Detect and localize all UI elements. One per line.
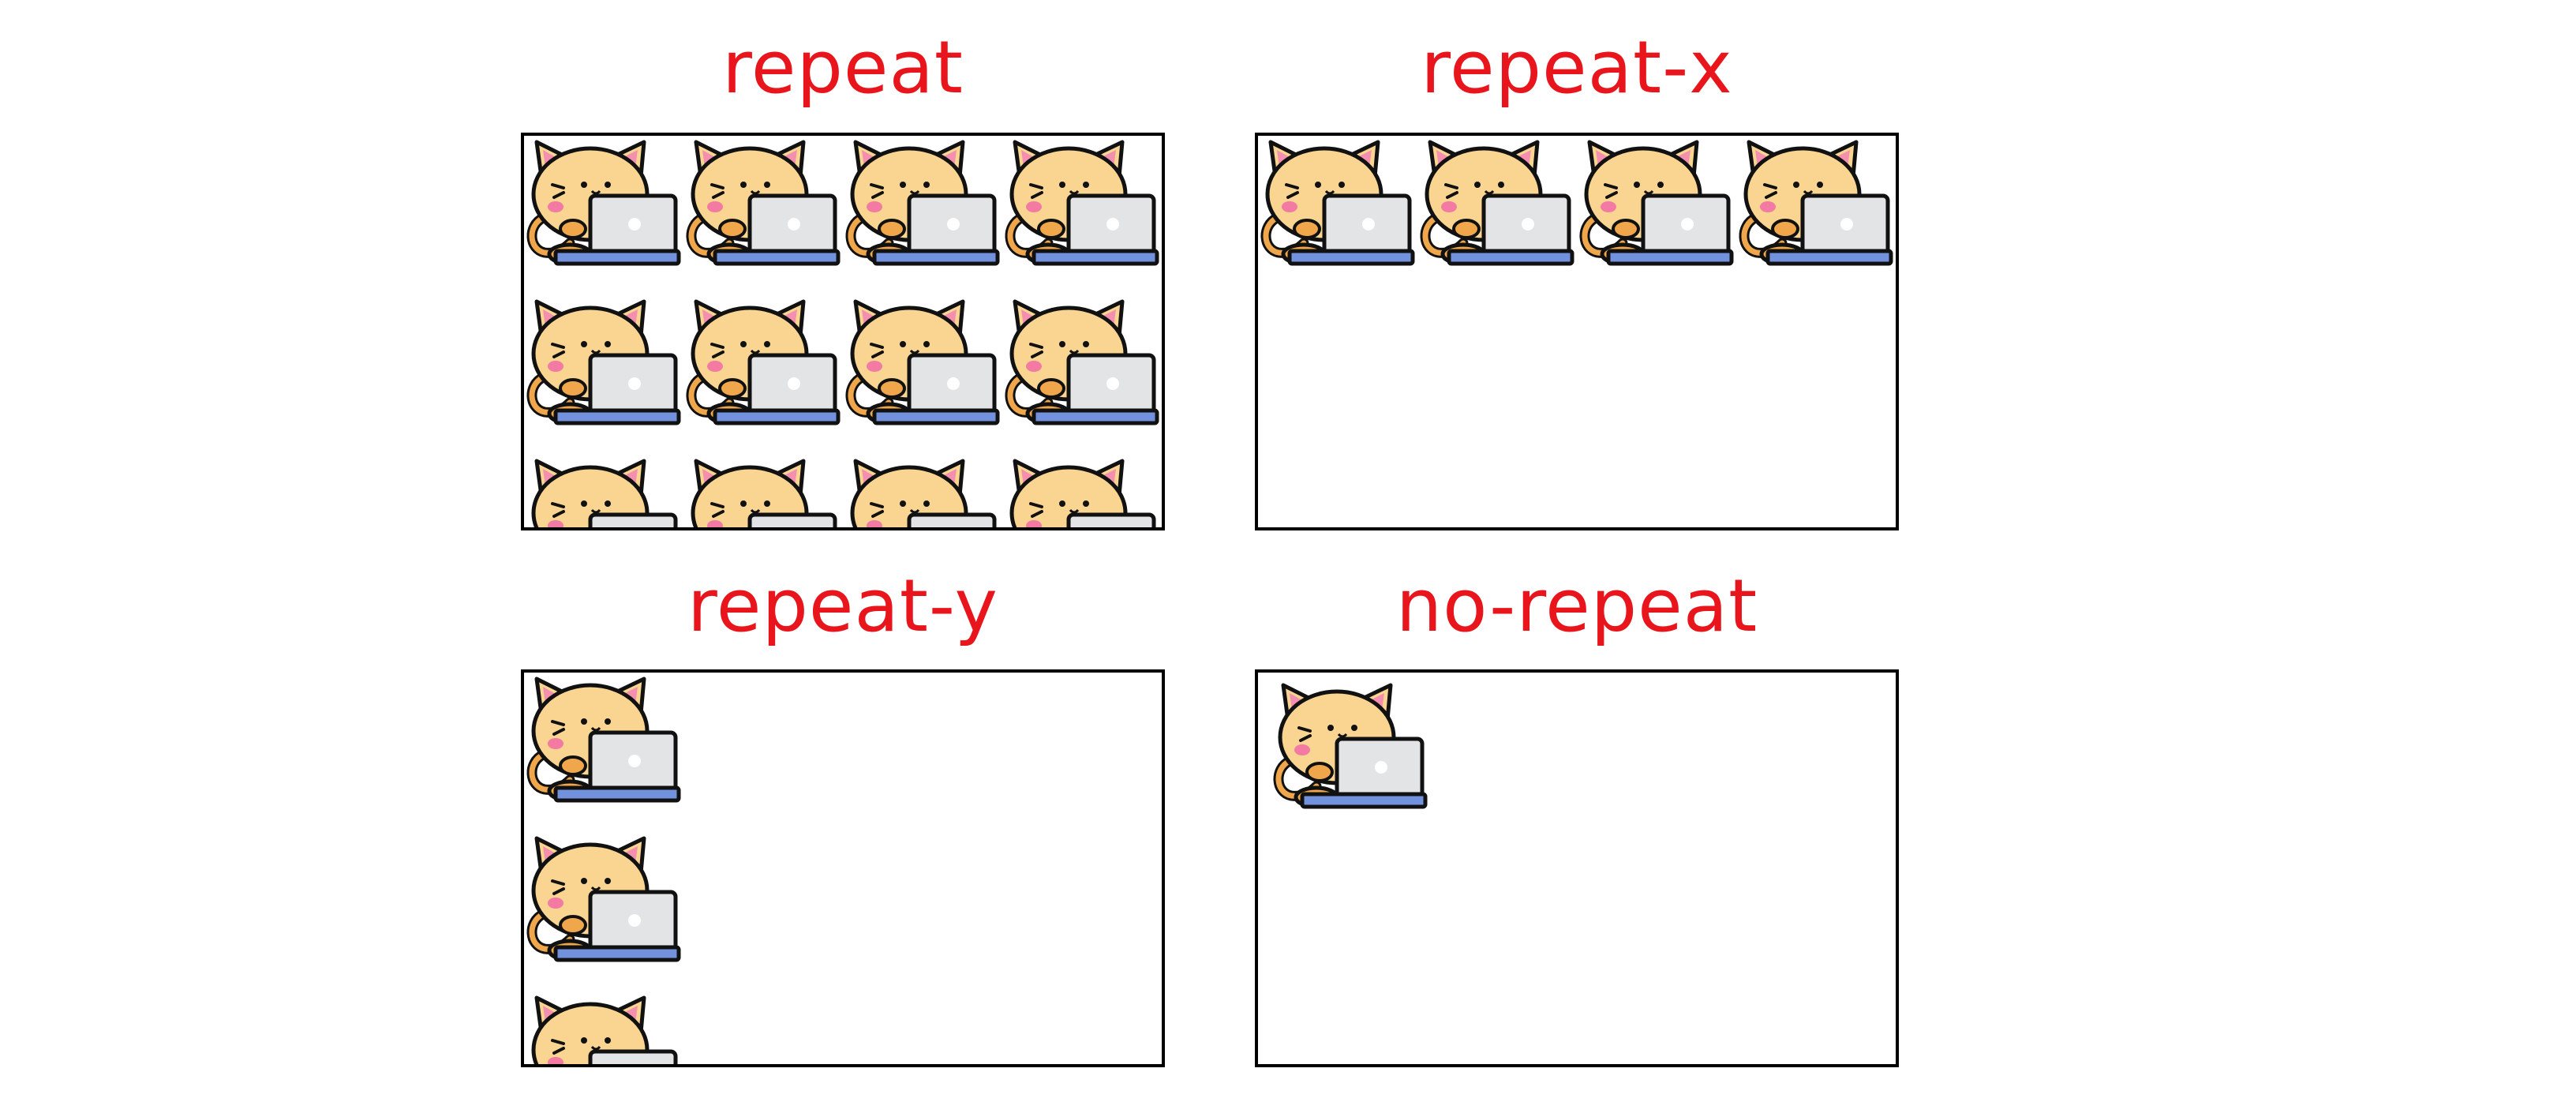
repeat-tiles [524,136,1162,527]
cat-with-laptop-icon [1266,142,1413,264]
panel-repeat: repeat [521,0,1165,537]
background-box-repeat-x [1255,133,1899,530]
panel-title-no-repeat: no-repeat [1395,564,1758,648]
panel-title-repeat-x: repeat-x [1421,25,1733,110]
repeat-x-tiles [1258,136,1896,527]
cat-with-laptop-icon [532,142,679,264]
cat-with-laptop-icon [1279,685,1425,807]
cat-with-laptop-icon [532,302,679,423]
background-box-repeat [521,133,1165,530]
panel-title-repeat: repeat [722,25,964,110]
cat-with-laptop-icon [851,461,998,527]
background-box-repeat-y [521,669,1165,1067]
panel-repeat-y: repeat-y [521,537,1165,1102]
cat-with-laptop-icon [532,679,679,800]
cat-with-laptop-icon [1744,142,1891,264]
cat-with-laptop-icon [1010,302,1157,423]
cat-with-laptop-icon [1425,142,1572,264]
cat-with-laptop-icon [691,142,838,264]
repeat-y-tiles [524,673,1162,1064]
panel-no-repeat: no-repeat [1255,537,1899,1102]
cat-with-laptop-icon [851,302,998,423]
cat-with-laptop-icon [1585,142,1732,264]
no-repeat-tiles [1258,673,1896,1064]
cat-with-laptop-icon [532,998,679,1064]
panel-repeat-x: repeat-x [1255,0,1899,537]
cat-with-laptop-icon [532,838,679,960]
panel-title-repeat-y: repeat-y [687,564,998,648]
cat-with-laptop-icon [1010,461,1157,527]
cat-with-laptop-icon [691,461,838,527]
background-box-no-repeat [1255,669,1899,1067]
cat-with-laptop-icon [532,461,679,527]
cat-with-laptop-icon [851,142,998,264]
cat-with-laptop-icon [1010,142,1157,264]
cat-with-laptop-icon [691,302,838,423]
